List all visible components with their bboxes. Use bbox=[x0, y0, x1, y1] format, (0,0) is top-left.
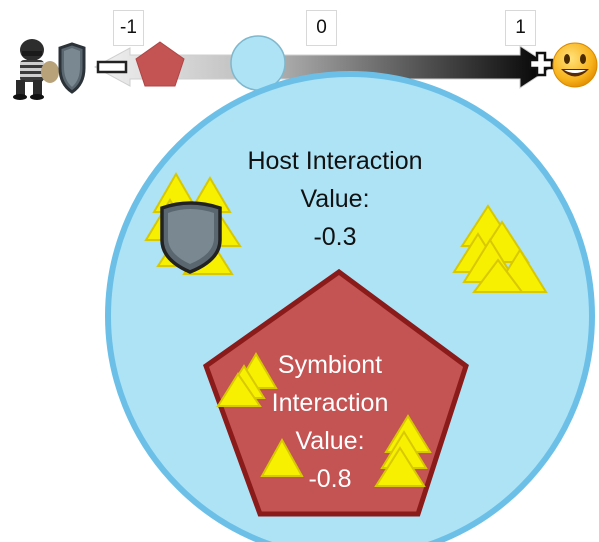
plus-icon bbox=[528, 51, 554, 77]
scale-tick-zero: 0 bbox=[306, 10, 337, 46]
minus-icon bbox=[96, 60, 128, 74]
host-label-line2: Value: bbox=[300, 185, 370, 213]
symbiont-interaction-label: Symbiont Interaction Value: -0.8 bbox=[240, 346, 420, 498]
symbiont-label-line3: Value: bbox=[295, 427, 365, 455]
triangle-cluster-symbiont-right bbox=[374, 414, 432, 487]
shield-icon bbox=[58, 42, 86, 94]
symbiont-scale-marker bbox=[135, 41, 185, 87]
triangle-symbiont-center bbox=[260, 437, 304, 477]
host-shield-icon bbox=[160, 201, 222, 274]
host-interaction-label: Host Interaction Value: -0.3 bbox=[200, 142, 470, 256]
host-interaction-value: -0.3 bbox=[313, 223, 357, 251]
symbiont-interaction-value: -0.8 bbox=[308, 465, 352, 493]
host-label-line1: Host Interaction bbox=[247, 147, 423, 175]
scale-tick-one: 1 bbox=[505, 10, 536, 46]
triangle-cluster-symbiont-left bbox=[216, 352, 278, 407]
host-scale-marker bbox=[230, 35, 286, 91]
burglar-icon bbox=[13, 39, 59, 100]
smiley-face-icon bbox=[552, 42, 598, 88]
symbiont-label-line1: Symbiont bbox=[277, 351, 383, 379]
symbiont-label-line2: Interaction bbox=[271, 389, 389, 417]
triangle-cluster-right bbox=[452, 204, 548, 293]
scale-tick-minus-one: -1 bbox=[113, 10, 144, 46]
